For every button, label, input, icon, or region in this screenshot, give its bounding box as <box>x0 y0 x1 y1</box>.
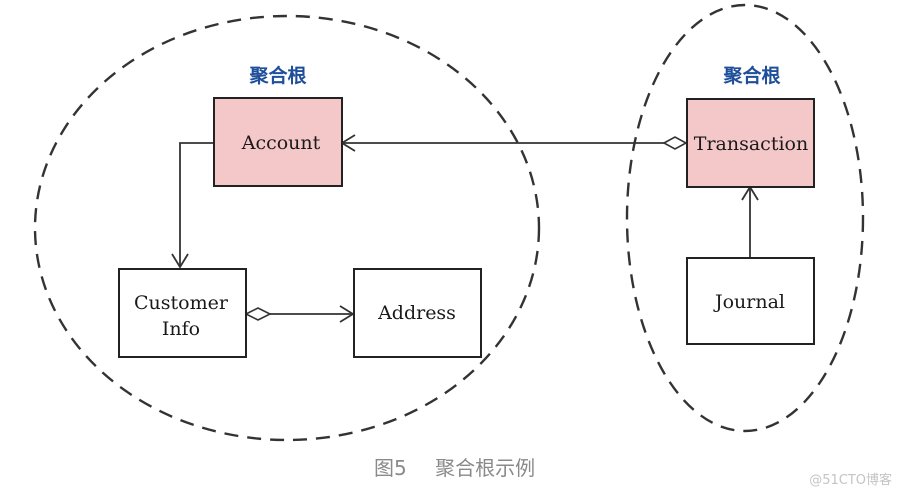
customer-info-aggregation-diamond <box>244 307 272 321</box>
transaction-label: Transaction <box>694 133 808 155</box>
figure-number: 图5 <box>374 456 407 480</box>
transaction-aggregation-diamond <box>662 136 688 150</box>
right-aggregate-root-label: 聚合根 <box>722 64 780 87</box>
customer-info-label-line1: Customer <box>134 292 229 314</box>
address-node <box>353 268 482 358</box>
account-to-customer-info-line <box>179 142 214 266</box>
transaction-node <box>686 98 815 188</box>
right-aggregate-boundary <box>625 3 865 433</box>
figure-title: 聚合根示例 <box>435 456 535 480</box>
customer-info-label-line2: Info <box>162 318 200 340</box>
left-aggregate-root-label: 聚合根 <box>248 64 306 87</box>
customer-info-arrowhead <box>171 253 189 269</box>
journal-label: Journal <box>713 291 785 313</box>
figure-caption: 图5 聚合根示例 <box>374 456 535 480</box>
account-label: Account <box>241 132 321 154</box>
journal-node <box>686 257 815 345</box>
address-label: Address <box>377 302 456 324</box>
left-aggregate-boundary <box>33 14 541 442</box>
watermark-text: @51CTO博客 <box>809 472 892 488</box>
customer-info-node <box>118 268 247 358</box>
account-node <box>213 97 343 187</box>
